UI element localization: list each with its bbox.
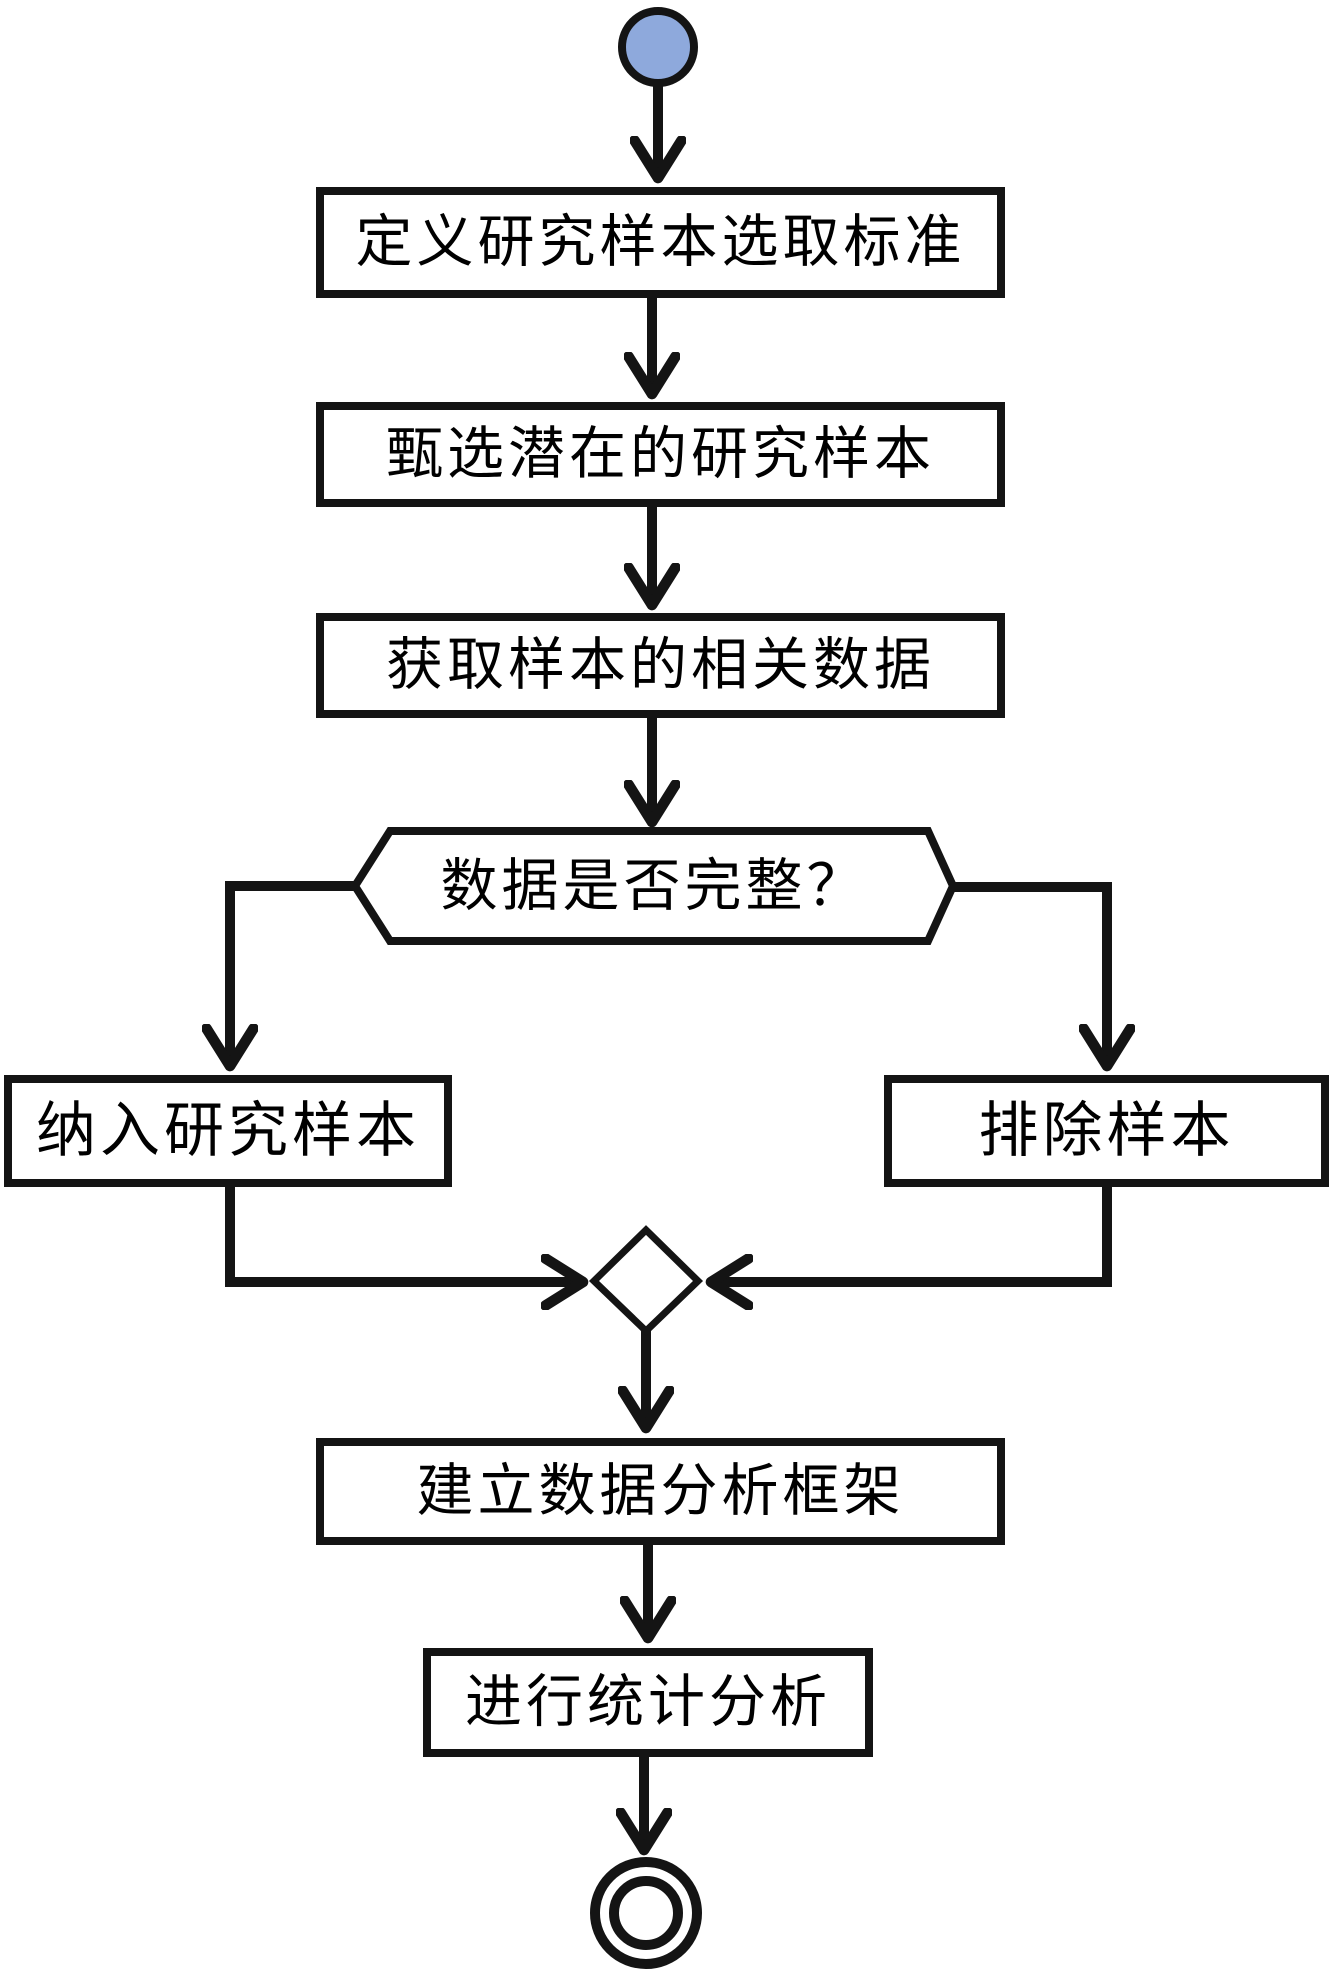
activity-label-acquire: 获取样本的相关数据 <box>386 634 935 697</box>
activity-label-analysis: 进行统计分析 <box>465 1671 831 1734</box>
activity-box-screen: 甄选潜在的研究样本 <box>316 402 1005 507</box>
final-node-icon <box>590 1857 702 1969</box>
merge-diamond-icon <box>588 1225 704 1336</box>
activity-label-include: 纳入研究样本 <box>36 1098 420 1164</box>
activity-box-include: 纳入研究样本 <box>4 1075 452 1187</box>
activity-label-framework: 建立数据分析框架 <box>416 1460 905 1523</box>
activity-box-define: 定义研究样本选取标准 <box>316 187 1005 298</box>
decision-label-text: 数据是否完整？ <box>440 854 868 918</box>
arrow-exclude-to-merge <box>711 1185 1112 1282</box>
activity-box-analysis: 进行统计分析 <box>423 1648 873 1757</box>
activity-box-framework: 建立数据分析框架 <box>316 1438 1005 1545</box>
arrow-decision-to-exclude <box>950 882 1107 1066</box>
decision-label: 数据是否完整？ <box>355 831 953 941</box>
activity-box-exclude: 排除样本 <box>884 1075 1329 1187</box>
arrow-decision-to-include <box>230 881 358 1066</box>
activity-box-acquire: 获取样本的相关数据 <box>316 613 1005 718</box>
activity-label-define: 定义研究样本选取标准 <box>355 211 966 274</box>
start-node-icon <box>618 7 698 87</box>
activity-label-screen: 甄选潜在的研究样本 <box>386 423 935 486</box>
arrow-include-to-merge <box>225 1185 583 1282</box>
decision-hexagon <box>350 827 958 945</box>
activity-label-exclude: 排除样本 <box>978 1098 1235 1164</box>
